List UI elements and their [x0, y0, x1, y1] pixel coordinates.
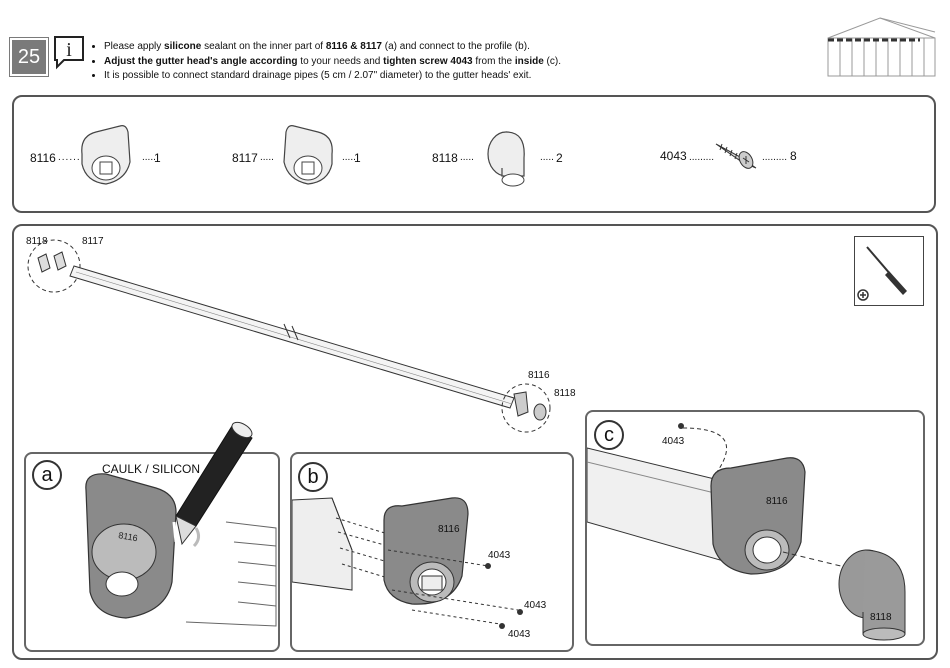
info-icon: i: [54, 36, 84, 70]
screw-label-4043-1: 4043: [488, 550, 511, 561]
parts-list-panel: [12, 95, 936, 213]
svg-text:i: i: [66, 39, 72, 61]
instruction-1: Please apply silicone sealant on the inn…: [104, 40, 561, 55]
instruction-3: It is possible to connect standard drain…: [104, 69, 561, 84]
step-b-label: b: [298, 462, 328, 492]
instructions: Please apply silicone sealant on the inn…: [92, 40, 561, 84]
gutter-head-8116-icon: [81, 125, 131, 185]
tool-screwdriver-box: [854, 236, 924, 306]
dotted-leader: .....: [540, 152, 554, 163]
end-cap-8118-icon: [487, 131, 525, 187]
dotted-leader: .......: [58, 152, 85, 163]
dotted-leader: .....: [460, 152, 474, 163]
dotted-leader: .....: [260, 152, 274, 163]
part-qty-8117: 1: [354, 151, 361, 165]
screw-label-4043-c: 4043: [662, 436, 685, 447]
step-a-label: a: [32, 460, 62, 490]
overview-label-8117: 8117: [82, 236, 104, 247]
part-code-8116: 8116: [30, 151, 56, 165]
part-code-4043: 4043: [660, 149, 687, 163]
assembly-panel: [12, 224, 938, 660]
step-number-badge: 25: [9, 37, 49, 77]
gutter-overview-drawing: [27, 239, 551, 433]
profile-connection-drawing: [292, 497, 523, 629]
screwdriver-icon: [857, 246, 907, 301]
part-mark-8116-b: 8116: [438, 524, 460, 535]
svg-text:8116: 8116: [118, 530, 139, 543]
part-mark-8118-c: 8118: [870, 612, 892, 623]
step-number: 25: [17, 45, 41, 68]
dotted-leader: .....: [142, 152, 156, 163]
dotted-leader: .....: [342, 152, 356, 163]
gutter-head-8117-icon: [283, 125, 333, 185]
screw-label-4043-3: 4043: [508, 629, 531, 640]
shed-thumbnail-icon: [827, 17, 936, 77]
dotted-leader: .........: [762, 152, 788, 163]
part-qty-8116: 1: [154, 151, 161, 165]
part-qty-8118: 2: [556, 151, 563, 165]
dotted-leader: .........: [689, 152, 715, 163]
caulk-application-drawing: 8116: [85, 421, 277, 627]
caulk-silicon-label: CAULK / SILICON: [102, 462, 201, 476]
part-qty-4043: 8: [790, 149, 797, 163]
part-code-8118: 8118: [432, 151, 458, 165]
overview-label-8116: 8116: [528, 370, 550, 381]
part-mark-8116-c: 8116: [766, 496, 788, 507]
instruction-2: Adjust the gutter head's angle according…: [104, 55, 561, 70]
screw-label-4043-2: 4043: [524, 600, 547, 611]
overview-label-8118-right: 8118: [554, 388, 576, 399]
step-c-label: c: [594, 420, 624, 450]
screw-4043-icon: [715, 143, 757, 169]
screw-tightening-drawing: [587, 423, 906, 641]
overview-label-8118: 8118: [26, 236, 48, 247]
part-code-8117: 8117: [232, 151, 258, 165]
